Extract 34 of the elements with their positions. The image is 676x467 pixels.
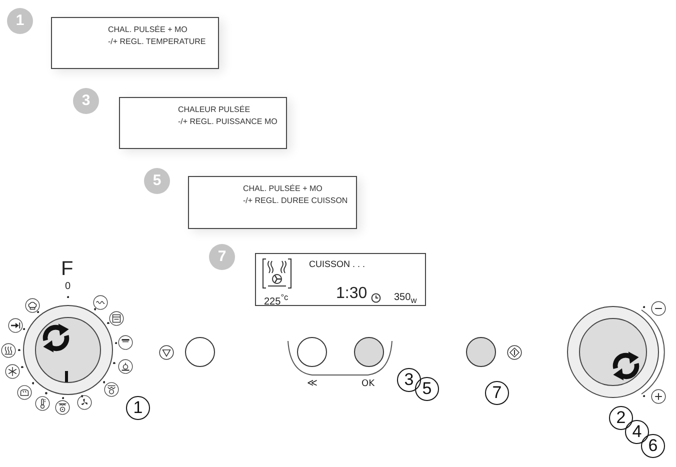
callout-number: 2 [609, 406, 633, 430]
round-button [466, 337, 496, 367]
dial-position-label: 0 [65, 282, 71, 292]
display-text: CHAL. PULSÉE + MO [243, 184, 322, 194]
callout-number: 6 [641, 434, 665, 458]
round-button [354, 337, 384, 367]
button-label: OK [362, 380, 374, 389]
callout-number: 7 [485, 381, 509, 405]
display-text: -/+ REGL. TEMPERATURE [108, 37, 206, 47]
callout-number: 1 [126, 396, 150, 420]
display-text: -/+ REGL. DUREE CUISSON [243, 196, 348, 206]
display-screen [119, 97, 287, 149]
dial-label: F [61, 259, 74, 279]
step-badge: 7 [209, 244, 235, 270]
step-badge: 1 [7, 8, 33, 34]
display-screen [188, 176, 357, 229]
round-button [185, 337, 215, 367]
display-screen [51, 17, 219, 69]
temperature-readout: 225$^{°c}$ [264, 293, 288, 308]
step-badge: 3 [73, 88, 99, 114]
time-readout: 1:30 [336, 286, 368, 302]
callout-number: 4 [625, 420, 649, 444]
step-badge: 5 [144, 168, 170, 194]
lcd-display [255, 253, 426, 306]
display-text: CUISSON . . . [309, 260, 366, 269]
round-button [297, 337, 327, 367]
callout-number: 5 [415, 377, 439, 401]
callout-number: 3 [397, 368, 421, 392]
rotary-knob [23, 305, 113, 395]
power-readout: 350$_{w}$ [394, 293, 417, 304]
display-text: CHAL. PULSÉE + MO [108, 25, 188, 35]
display-text: CHALEUR PULSÉE [178, 105, 250, 115]
display-text: -/+ REGL. PUISSANCE MO [178, 117, 278, 127]
button-label: ≪ [307, 379, 318, 389]
